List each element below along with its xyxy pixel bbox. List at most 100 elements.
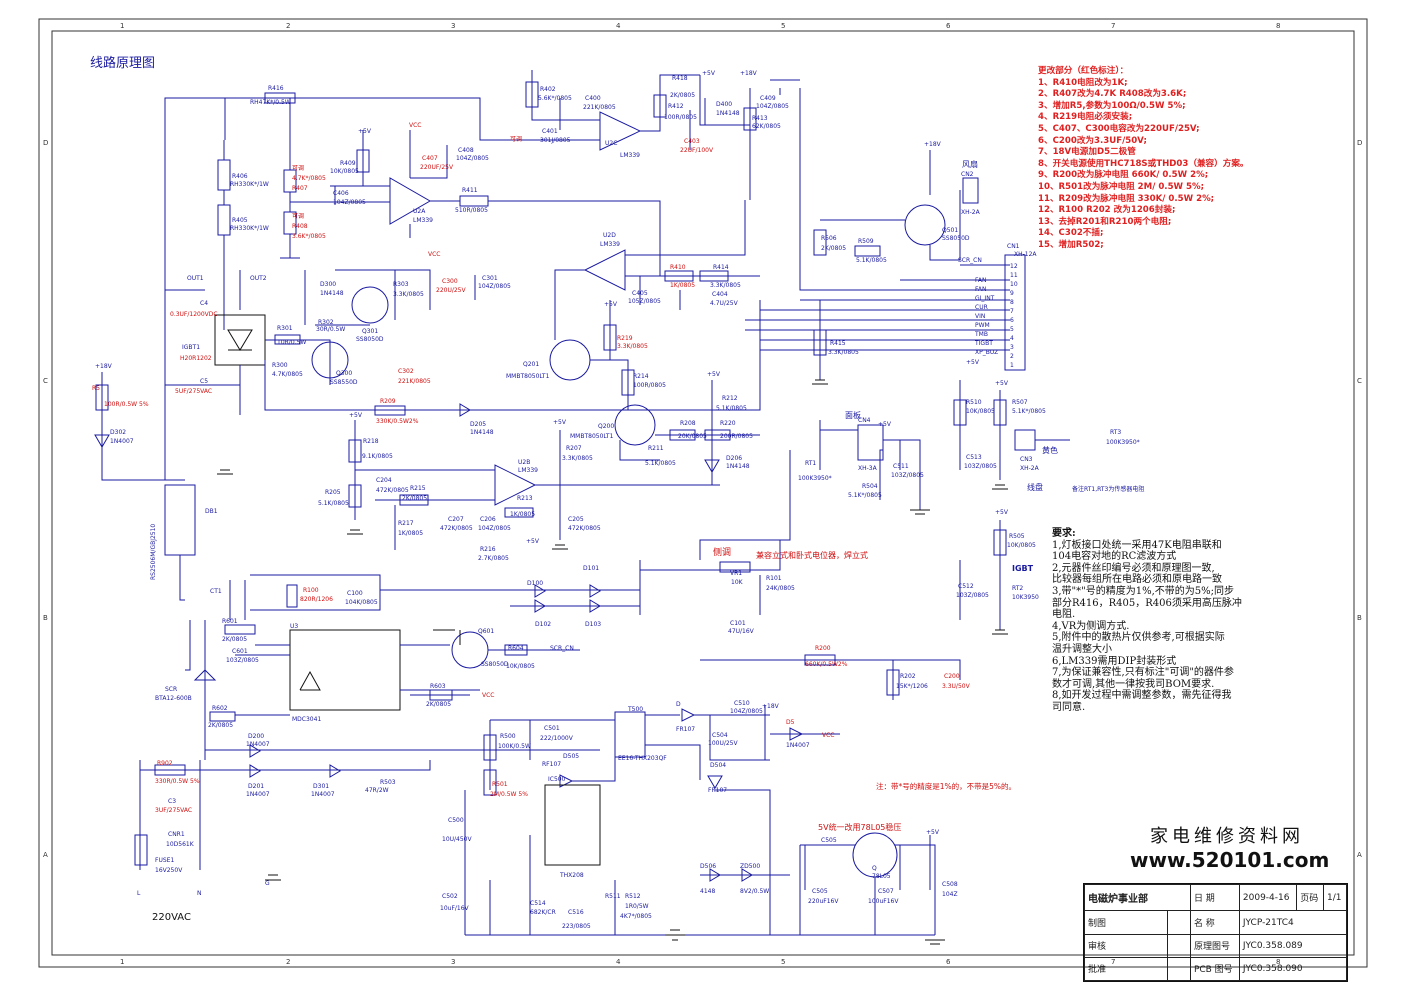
component-label: R200 [815, 645, 831, 652]
component-label: XH-3A [858, 465, 878, 472]
component-label: R207 [566, 445, 582, 452]
component-label: R505 [1009, 533, 1025, 540]
component-label: C4 [200, 300, 208, 307]
component-label: 7 [1010, 308, 1014, 315]
component-label: VCC [482, 692, 494, 699]
component-label: VIN [975, 313, 985, 320]
component-label: C401 [542, 128, 558, 135]
change-note: 13、去掉R201和R210两个电阻; [1038, 216, 1172, 227]
title-block-review-label: 审核 [1084, 933, 1168, 958]
component-label: C200 [944, 673, 960, 680]
component-label: R601 [222, 618, 238, 625]
requirements: 要求: 1,灯板接口处统一采用47K电阻串联和 104电容对地的RC滤波方式 2… [1052, 528, 1282, 714]
component-label: 100R/0805 [633, 382, 666, 389]
component-label: +5V [966, 359, 980, 366]
component-label: 5 [781, 22, 785, 30]
component-label: 10K/0805 [1007, 542, 1036, 549]
component-label: 3.3K/0805 [562, 455, 593, 462]
component-label: XH-12A [1014, 251, 1037, 258]
component-label: R411 [462, 187, 478, 194]
component-label: 5.1K*/0805 [1012, 408, 1046, 415]
component-label: CNR1 [168, 831, 185, 838]
component-label: C3 [168, 798, 176, 805]
component-label: TIGBT [974, 340, 993, 347]
component-label: C505 [821, 837, 837, 844]
component-label: 1K/0805 [510, 511, 535, 518]
component-label: 15K*/1206 [896, 683, 928, 690]
component-label: R415 [830, 340, 846, 347]
component-label: D102 [535, 621, 551, 628]
component-label: C502 [442, 893, 458, 900]
tolerance-note: 注：带*号的精度是1%的，不带是5%的。 [876, 782, 1017, 791]
change-note: 4、R219电阻必须安装; [1038, 112, 1133, 123]
component-label: R209 [380, 398, 396, 405]
change-note: 11、R209改为脉冲电阻 330K/ 0.5W 2%; [1038, 193, 1215, 204]
component-label: CUR [975, 304, 988, 311]
requirement-line: 4,VR为侧调方式. [1052, 620, 1130, 632]
component-label: 0.3UF/1200VDC [170, 311, 218, 318]
component-label: 面板 [845, 410, 861, 420]
component-label: 104Z/0805 [730, 708, 763, 715]
component-label: 1R0/5W [625, 903, 649, 910]
component-label: L [137, 890, 141, 897]
component-label: TMB [974, 331, 988, 338]
component-label: R213 [517, 495, 533, 502]
component-label: C300 [442, 278, 458, 285]
component-label: C100 [347, 590, 363, 597]
component-label: R500 [500, 733, 516, 740]
title-block-name-label: 名 称 [1189, 910, 1240, 935]
component-label: SS8050D [356, 336, 384, 343]
component-label: C513 [966, 454, 982, 461]
change-note: 7、18V电源加D5二极管 [1038, 147, 1136, 158]
component-label: MDC3041 [292, 716, 321, 723]
component-label: 220U/25V [436, 287, 467, 294]
component-label: D100 [527, 580, 543, 587]
component-label: 4 [616, 22, 621, 30]
component-label: FR107 [676, 726, 695, 733]
component-label: 104Z/0805 [478, 283, 511, 290]
component-label: RS2506M/GBJ2510 [150, 524, 157, 580]
component-label: 104Z/0805 [478, 525, 511, 532]
component-label: D201 [248, 783, 264, 790]
component-label: 12 [1010, 263, 1018, 270]
component-label: 10K [731, 579, 744, 586]
component-label: R418 [672, 75, 688, 82]
component-label: +5V [349, 412, 363, 419]
component-label: 6 [1010, 317, 1014, 324]
component-label: R303 [393, 281, 409, 288]
component-label: 100U/25V [708, 740, 739, 747]
component-label: 16V250V [155, 867, 183, 874]
change-note: 3、增加R5,参数为100Ω/0.5W 5%; [1038, 100, 1186, 111]
component-label: SCR_CN [550, 645, 574, 652]
component-label: R414 [713, 264, 729, 271]
component-label: D400 [716, 101, 732, 108]
component-label: C504 [712, 732, 728, 739]
component-label: 5UF/275VAC [175, 388, 212, 395]
component-label: 301J/0805 [540, 137, 571, 144]
component-label: G [265, 880, 270, 887]
component-label: RT2 [1012, 585, 1023, 592]
component-label: B [1357, 614, 1362, 622]
change-notes: 更改部分（红色标注）： 1、R410电阻改为1K; 2、R407改为4.7K R… [1038, 66, 1338, 252]
component-label: CT1 [210, 588, 222, 595]
component-labels: R416 RH47K*/0.5W R406 RH330K*/1W R405 RH… [92, 70, 1140, 930]
component-label: IGBT [1012, 564, 1034, 573]
component-label: FUSE1 [155, 857, 174, 864]
component-label: D101 [583, 565, 599, 572]
component-label: Q501 [942, 227, 958, 234]
component-label: 10R/0.5W [277, 339, 306, 346]
component-label: MMBT8050LT1 [506, 373, 550, 380]
component-label: 20K/0805 [678, 433, 707, 440]
requirement-line: 6,LM339需用DIP封装形式 [1052, 655, 1177, 667]
component-label: R5 [92, 385, 100, 392]
component-label: R302 [318, 319, 334, 326]
change-note: 1、R410电阻改为1K; [1038, 77, 1128, 88]
title-block-name: JYCP-21TC4 [1238, 910, 1348, 935]
component-label: +18V [924, 141, 942, 148]
component-label: R217 [398, 520, 414, 527]
component-label: 2K/0805 [670, 92, 695, 99]
component-label: THX208 [559, 872, 584, 879]
component-label: VCC [822, 732, 834, 739]
component-label: 3.3K/0805 [393, 291, 424, 298]
component-label: R219 [617, 335, 633, 342]
